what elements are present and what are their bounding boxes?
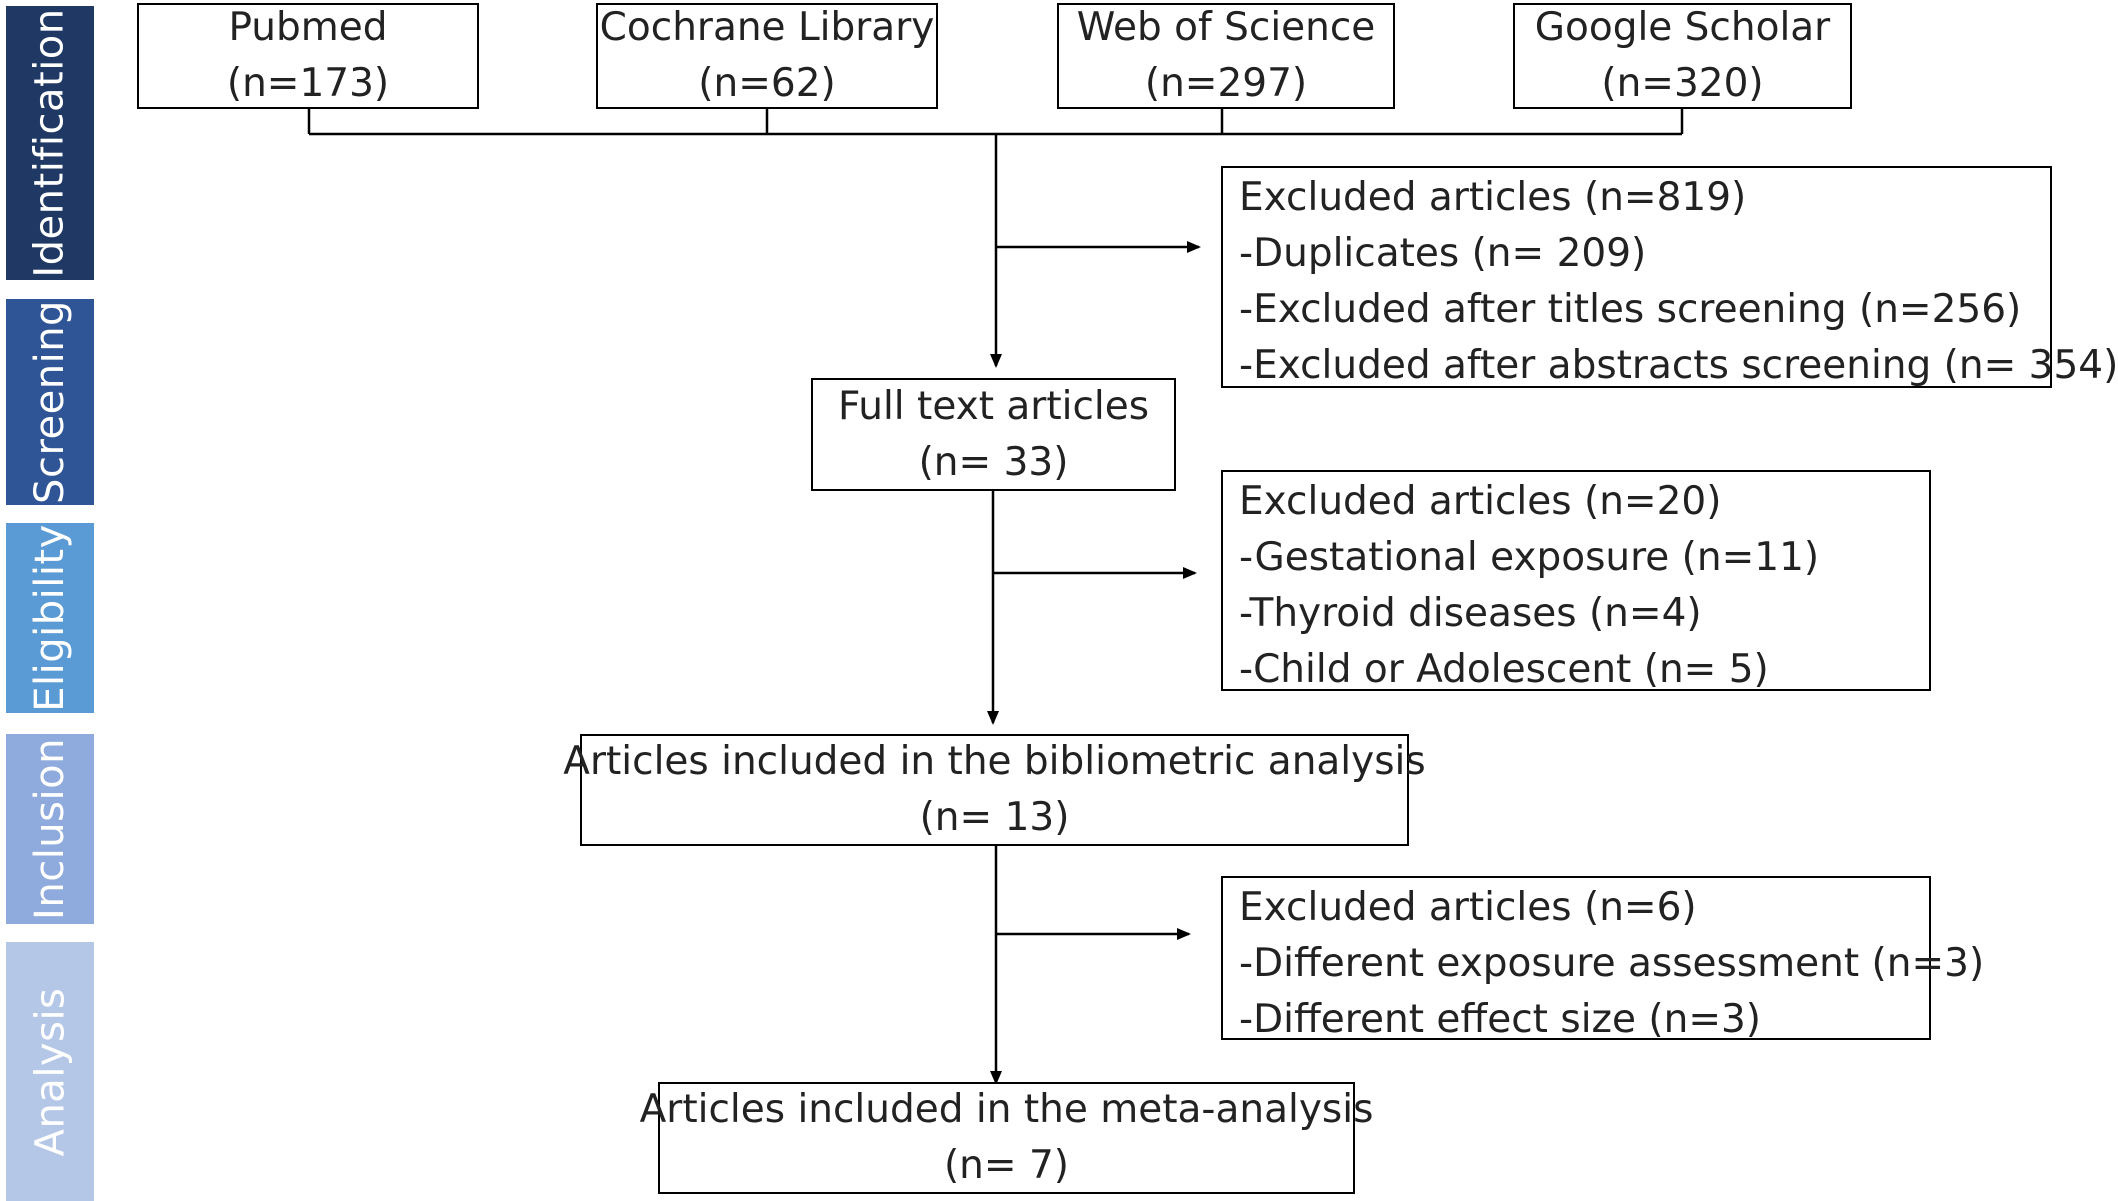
stage-inclusion: Inclusion: [6, 734, 94, 924]
exclusion-item: -Different effect size (n=3): [1239, 997, 1762, 1042]
exclusion-item: -Excluded after titles screening (n=256): [1239, 287, 2022, 332]
stage-analysis: Analysis: [6, 942, 94, 1201]
source-name: Google Scholar: [1534, 5, 1831, 50]
flow-label: Articles included in the bibliometric an…: [563, 739, 1426, 784]
flow-count: (n= 7): [943, 1143, 1070, 1188]
exclusion-item: -Different exposure assessment (n=3): [1239, 941, 1985, 986]
meta-analysis-box: Articles included in the meta-analysis (…: [640, 1082, 1373, 1194]
source-name: Pubmed: [228, 5, 388, 50]
source-count: (n=320): [1601, 61, 1764, 106]
exclusion-box-eligibility: Excluded articles (n=20) -Gestational ex…: [1221, 470, 1931, 692]
flow-count: (n= 33): [918, 439, 1069, 485]
stage-identification: Identification: [6, 6, 94, 280]
prisma-flow-diagram: Identification Screening Eligibility Inc…: [6, 3, 2118, 1201]
exclusion-item: -Excluded after abstracts screening (n= …: [1239, 343, 2118, 388]
bibliometric-analysis-box: Articles included in the bibliometric an…: [563, 734, 1426, 846]
source-count: (n=62): [698, 61, 836, 106]
source-box-google-scholar: Google Scholar (n=320): [1513, 3, 1852, 109]
full-text-articles-box: Full text articles (n= 33): [811, 378, 1176, 491]
exclusion-title: Excluded articles (n=20): [1239, 479, 1722, 524]
exclusion-item: -Thyroid diseases (n=4): [1239, 591, 1702, 636]
exclusion-item: -Gestational exposure (n=11): [1239, 535, 1820, 580]
exclusion-item: -Duplicates (n= 209): [1239, 231, 1647, 276]
exclusion-title: Excluded articles (n=6): [1239, 885, 1697, 930]
flow-label: Articles included in the meta-analysis: [639, 1087, 1374, 1132]
source-count: (n=297): [1144, 61, 1308, 106]
source-box-web-of-science: Web of Science (n=297): [1057, 3, 1395, 109]
stage-screening: Screening: [6, 299, 94, 505]
exclusion-box-identification: Excluded articles (n=819) -Duplicates (n…: [1221, 166, 2118, 388]
flow-connectors: [307, 108, 1684, 1085]
source-box-cochrane-library: Cochrane Library (n=62): [596, 3, 938, 109]
source-name: Web of Science: [1076, 5, 1376, 50]
source-name: Cochrane Library: [599, 5, 935, 50]
exclusion-box-inclusion: Excluded articles (n=6) -Different expos…: [1221, 876, 1985, 1042]
stage-eligibility: Eligibility: [6, 523, 94, 713]
exclusion-title: Excluded articles (n=819): [1239, 175, 1747, 220]
source-box-pubmed: Pubmed (n=173): [137, 3, 479, 109]
flow-count: (n= 13): [919, 795, 1070, 840]
flow-label: Full text articles: [837, 383, 1150, 429]
source-count: (n=173): [226, 61, 390, 106]
exclusion-item: -Child or Adolescent (n= 5): [1239, 647, 1769, 692]
